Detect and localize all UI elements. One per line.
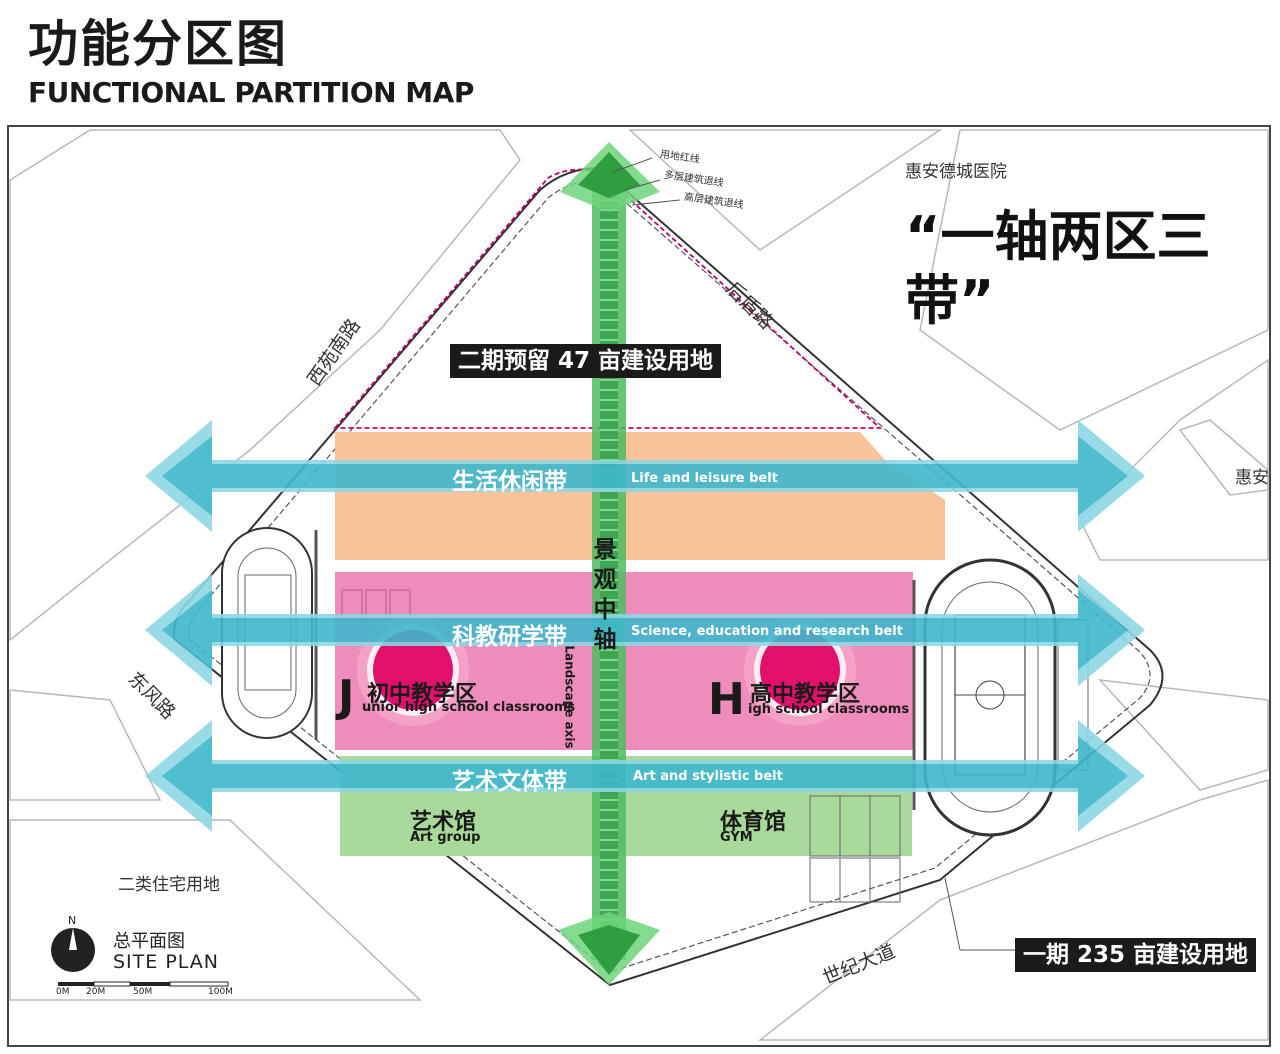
north-label: N xyxy=(68,914,77,927)
art-building-label-en: Art group xyxy=(410,830,481,845)
page-title: 功能分区图 xyxy=(28,15,288,73)
art-belt-arrow xyxy=(145,720,1145,832)
art-belt-label: 艺术文体带 xyxy=(452,769,567,795)
junior-zone-label-en: unior high school classrooms xyxy=(362,700,576,715)
axis-label: 景观中轴 xyxy=(593,537,617,653)
orange-zone xyxy=(335,432,945,560)
art-building-label: 艺术馆 xyxy=(410,810,477,835)
life-belt-label-en: Life and leisure belt xyxy=(631,471,778,486)
life-belt-arrow xyxy=(145,420,1145,532)
phase2-boundary xyxy=(333,168,883,429)
phase1-tag: 一期 235 亩建设用地 xyxy=(1015,938,1257,972)
axis-label-en: Landscape axis xyxy=(562,645,577,749)
scale-label-100: 100M xyxy=(208,987,233,997)
high-zone-letter: H xyxy=(708,674,745,725)
north-arrow-icon xyxy=(51,928,95,972)
phase2-tag: 二期预留 47 亩建设用地 xyxy=(450,344,722,378)
gym-label-en: GYM xyxy=(720,830,753,845)
place-residential: 二类住宅用地 xyxy=(118,875,220,895)
courts xyxy=(809,795,901,903)
art-belt-label-en: Art and stylistic belt xyxy=(633,769,783,784)
legend-title: 总平面图 xyxy=(113,931,185,952)
science-belt-label: 科教研学带 xyxy=(452,624,567,650)
slogan: “一轴两区三带” xyxy=(905,205,1211,332)
city-blocks xyxy=(9,129,1269,1041)
junior-zone-label: 初中教学区 xyxy=(367,682,478,707)
high-zone-label: 高中教学区 xyxy=(750,682,861,707)
science-belt-arrow xyxy=(145,574,1145,686)
leader-lines xyxy=(612,157,1015,951)
high-zone-label-en: igh school classrooms xyxy=(748,702,910,717)
life-belt-label: 生活休闲带 xyxy=(452,469,567,495)
junior-zone-letter: J xyxy=(338,671,355,722)
scale-label-50: 50M xyxy=(133,987,153,997)
page-title-en: FUNCTIONAL PARTITION MAP xyxy=(28,76,474,109)
scale-bar xyxy=(58,981,229,987)
place-huian: 惠安 xyxy=(1235,468,1269,488)
scale-label-20: 20M xyxy=(86,987,106,997)
science-belt-label-en: Science, education and research belt xyxy=(631,624,903,639)
place-hospital: 惠安德城医院 xyxy=(905,162,1007,182)
legend-title-en: SITE PLAN xyxy=(113,951,220,973)
gym-label: 体育馆 xyxy=(720,810,787,835)
scale-label-0: 0M xyxy=(56,987,70,997)
